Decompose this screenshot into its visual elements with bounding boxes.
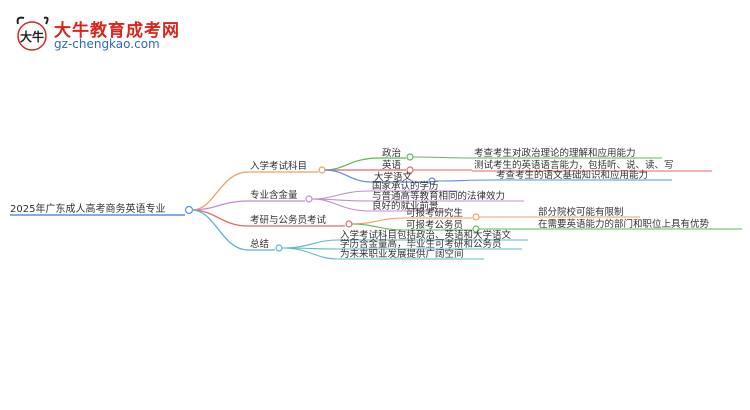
brand-name: 大牛教育成考网 <box>54 21 180 41</box>
civil-exam-label: 可报考公务员 <box>406 219 463 231</box>
branch-label-1: 入学考试科目 <box>250 160 307 172</box>
root-node[interactable] <box>184 205 194 215</box>
summary-item-1: 入学考试科目包括政治、英语和大学语文 <box>340 229 512 241</box>
branch-node-4[interactable] <box>275 244 283 252</box>
value-item-1: 国家承认的学历 <box>372 180 439 192</box>
branch-node-3[interactable] <box>345 220 353 228</box>
branch-connector-4 <box>191 209 249 251</box>
subject-politics-detail: 考查考生对政治理论的理解和应用能力 <box>474 147 636 159</box>
summary-item-3: 为未来职业发展提供广阔空间 <box>340 248 464 260</box>
subject-chinese-detail: 考查考生的语文基础知识和应用能力 <box>496 169 648 181</box>
civil-exam-detail: 在需要英语能力的部门和职位上具有优势 <box>538 218 710 230</box>
branch-node-2[interactable] <box>305 195 313 203</box>
grad-exam-detail: 部分院校可能有限制 <box>538 206 624 218</box>
bull-logo-icon: 大牛 <box>16 16 49 51</box>
grad-exam-node[interactable] <box>472 213 480 221</box>
branch-label-4: 总结 <box>250 238 269 250</box>
value-item-3: 良好的就业前景 <box>372 200 439 212</box>
branch-node-1[interactable] <box>318 166 326 174</box>
root-label: 2025年广东成人高考商务英语专业 <box>10 202 165 215</box>
subject-politics-label: 政治 <box>382 147 401 159</box>
value-item-2: 与普通高等教育相同的法律效力 <box>372 190 505 202</box>
logo-mark-text: 大牛 <box>20 29 44 44</box>
summary-item-2: 学历含金量高，毕业生可考研和公务员 <box>340 238 502 250</box>
site-logo[interactable]: 大牛 大牛教育成考网 gz-chengkao.com <box>14 14 214 58</box>
site-url: gz-chengkao.com <box>54 37 160 51</box>
branch-label-3: 考研与公务员考试 <box>250 214 327 226</box>
subject-english-label: 英语 <box>382 159 402 171</box>
subject-english-detail: 测试考生的英语语言能力，包括听、说、读、写 <box>474 159 674 171</box>
branch-label-2: 专业含金量 <box>250 189 298 201</box>
subject-politics-node[interactable] <box>406 153 414 161</box>
branch-connector-1 <box>191 171 249 211</box>
grad-exam-label: 可报考研究生 <box>406 207 464 219</box>
subject-chinese-label: 大学语文 <box>374 171 413 183</box>
